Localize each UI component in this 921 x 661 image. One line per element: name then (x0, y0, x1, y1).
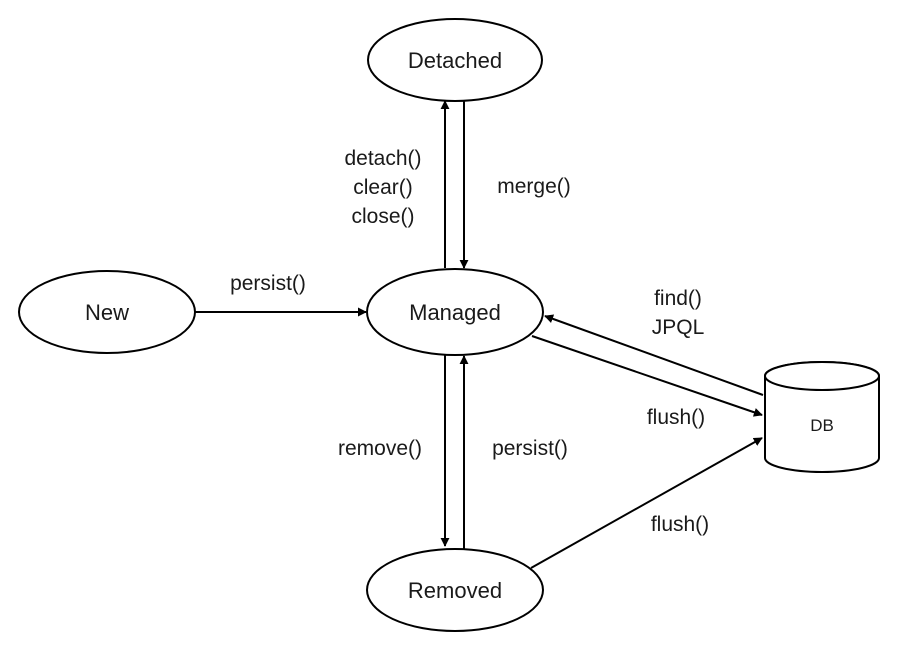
edge-labels: detach() clear() close() merge() persist… (230, 147, 709, 536)
edge-label-merge: merge() (497, 175, 571, 198)
edge-label-persist-removed: persist() (492, 437, 568, 460)
edge-label-clear: clear() (353, 176, 413, 199)
node-db-cylinder: DB (764, 361, 880, 473)
edge-label-detach: detach() (344, 147, 421, 170)
edge-label-flush-removed: flush() (651, 513, 709, 536)
edge-db-to-managed (544, 314, 764, 396)
edge-label-jpql: JPQL (652, 316, 705, 339)
edge-label-remove: remove() (338, 437, 422, 460)
edge-label-persist-new: persist() (230, 272, 306, 295)
node-db-label: DB (810, 416, 834, 435)
node-new-label: New (85, 300, 129, 325)
node-managed: Managed (366, 268, 544, 356)
node-detached-label: Detached (408, 48, 502, 73)
edge-label-find: find() (654, 287, 702, 310)
node-new: New (18, 270, 196, 354)
edge-managed-to-db (531, 335, 763, 417)
node-managed-label: Managed (409, 300, 501, 325)
edge-removed-to-db (530, 437, 763, 569)
node-removed: Removed (366, 548, 544, 632)
edges (195, 100, 764, 569)
node-detached: Detached (367, 18, 543, 102)
node-removed-label: Removed (408, 578, 502, 603)
edge-label-flush-managed: flush() (647, 406, 705, 429)
edge-label-close: close() (351, 205, 414, 228)
